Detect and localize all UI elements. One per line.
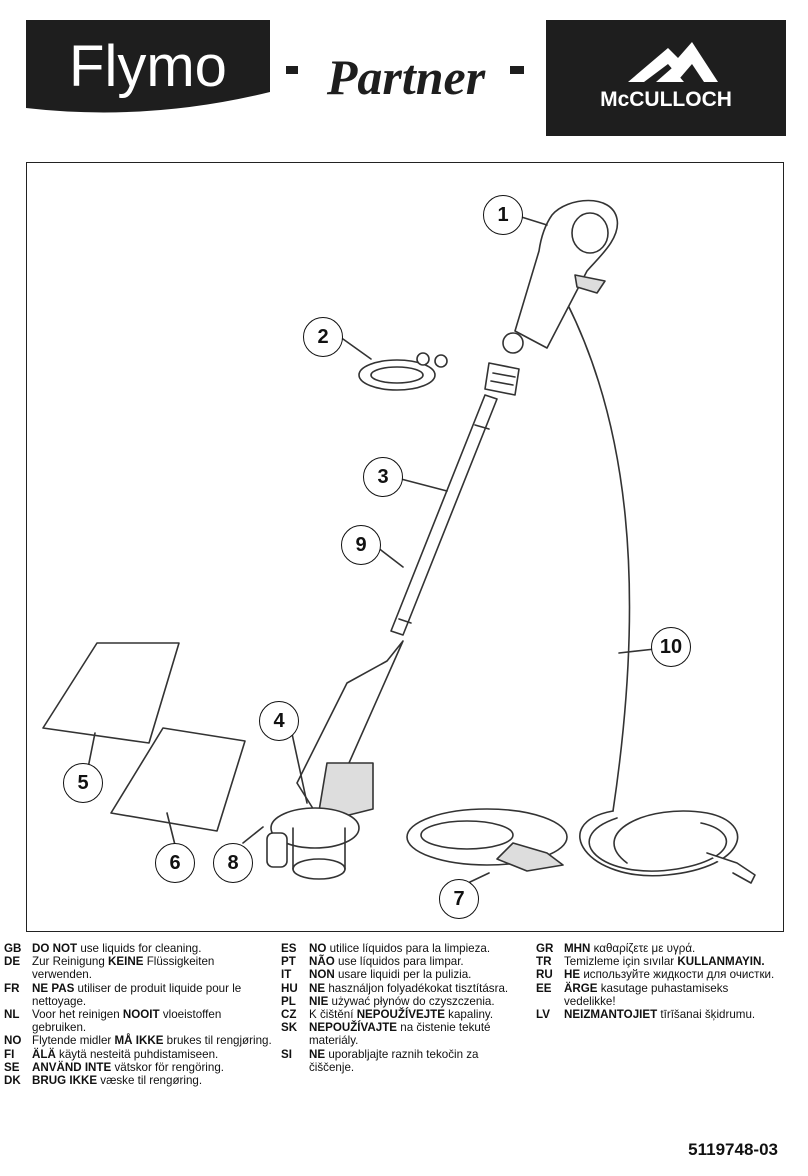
- warning-text: Temizleme için sıvılar KULLANMAYIN.: [564, 955, 765, 969]
- warning-text: НЕ используйте жидкости для очистки.: [564, 968, 775, 982]
- trimmer-drawing: [42, 199, 756, 892]
- warning-row: DE Zur Reinigung KEINE Flüssigkeiten verw…: [4, 955, 272, 981]
- warning-text: ÄLÄ käytä nesteitä puhdistamiseen.: [32, 1047, 219, 1061]
- warning-lang: PL: [281, 994, 296, 1008]
- collar: [484, 362, 520, 396]
- warning-row: ES NO utilice líquidos para la limpieza.: [281, 942, 513, 955]
- power-cable: [566, 302, 631, 812]
- spacer-guard: [358, 359, 436, 391]
- warning-text: ÄRGE kasutage puhastamiseks vedelikke!: [564, 981, 729, 1008]
- callout-9: 9: [341, 525, 381, 565]
- warning-lang: NL: [4, 1008, 20, 1022]
- warning-text: NE uporabljajte raznih tekočin za čiščen…: [309, 1047, 479, 1074]
- warning-lang: LV: [536, 1008, 550, 1022]
- warning-row: NO Flytende midler MÅ IKKE brukes til ren…: [4, 1034, 272, 1047]
- shaft: [390, 394, 498, 636]
- warning-row: PT NÃO use líquidos para limpar.: [281, 955, 513, 968]
- warning-text: MHN καθαρίζετε με υγρά.: [564, 942, 696, 955]
- cutter-line-guide: [266, 832, 288, 868]
- warning-text: NON usare liquidi per la pulizia.: [309, 968, 472, 982]
- warning-row: DK BRUG IKKE væske til rengøring.: [4, 1074, 272, 1087]
- callout-7: 7: [439, 879, 479, 919]
- warning-lang: DE: [4, 955, 21, 969]
- warning-text: NO utilice líquidos para la limpieza.: [309, 942, 491, 955]
- warning-row: LV NEIZMANTOJIET tīrīšanai šķidrumu.: [536, 1008, 782, 1021]
- warning-text: NEPOUŽÍVAJTE na čistenie tekuté materiál…: [309, 1021, 491, 1048]
- warning-lang: PT: [281, 955, 296, 969]
- warning-lang: FI: [4, 1047, 15, 1061]
- callout-3: 3: [363, 457, 403, 497]
- warning-text: NIE używać płynów do czyszczenia.: [309, 994, 495, 1008]
- warning-lang: IT: [281, 968, 292, 982]
- warning-lang: NO: [4, 1034, 22, 1048]
- warning-row: NL Voor het reinigen NOOIT vloeistoffen g…: [4, 1008, 272, 1034]
- warning-lang: RU: [536, 968, 553, 982]
- manual-sheet-5: [42, 642, 180, 744]
- warning-lang: SK: [281, 1021, 298, 1035]
- warning-text: Flytende midler MÅ IKKE brukes til rengj…: [32, 1034, 272, 1048]
- warning-row: FI ÄLÄ käytä nesteitä puhdistamiseen.: [4, 1048, 272, 1061]
- warning-row: GB DO NOT use liquids for cleaning.: [4, 942, 272, 955]
- warning-row: FR NE PAS utiliser de produit liquide pou…: [4, 982, 272, 1008]
- warning-text: BRUG IKKE væske til rengøring.: [32, 1074, 203, 1088]
- warning-text: ANVÄND INTE vätskor för rengöring.: [32, 1060, 225, 1074]
- warning-lang: GB: [4, 942, 22, 955]
- callout-1: 1: [483, 195, 523, 235]
- warning-lang: HU: [281, 981, 298, 995]
- warning-row: IT NON usare liquidi per la pulizia.: [281, 968, 513, 981]
- document-number: 5119748-03: [688, 1140, 778, 1159]
- warning-text: NEIZMANTOJIET tīrīšanai šķidrumu.: [564, 1008, 756, 1022]
- warning-row: EE ÄRGE kasutage puhastamiseks vedelikke!: [536, 982, 782, 1008]
- warning-row: SE ANVÄND INTE vätskor för rengöring.: [4, 1061, 272, 1074]
- warning-text: NÃO use líquidos para limpar.: [309, 955, 464, 969]
- warning-row: PL NIE używać płynów do czyszczenia.: [281, 995, 513, 1008]
- product-illustration: 1 2 3 4 5 6 7 8 9 10: [26, 162, 784, 932]
- callout-10: 10: [651, 627, 691, 667]
- warning-text: K čištění NEPOUŽÍVEJTE kapaliny.: [309, 1008, 494, 1022]
- flymo-logo: Flymo: [26, 20, 270, 118]
- callout-4: 4: [259, 701, 299, 741]
- callout-6: 6: [155, 843, 195, 883]
- warning-text: DO NOT use liquids for cleaning.: [32, 942, 202, 955]
- warnings-column-1: GB DO NOT use liquids for cleaning. DE Zur…: [4, 942, 272, 1087]
- flymo-logo-text: Flymo: [69, 34, 227, 99]
- warning-lang: FR: [4, 981, 20, 995]
- warnings-column-3: GR MHN καθαρίζετε με υγρά. TR Temizleme iç…: [536, 942, 782, 1021]
- warning-text: Zur Reinigung KEINE Flüssigkeiten verwen…: [32, 955, 215, 982]
- warning-row: SK NEPOUŽÍVAJTE na čistenie tekuté materi…: [281, 1021, 513, 1047]
- warning-lang: GR: [536, 942, 554, 955]
- warning-text: Voor het reinigen NOOIT vloeistoffen geb…: [32, 1008, 222, 1035]
- warning-lang: DK: [4, 1074, 21, 1088]
- mcculloch-logo-text: McCULLOCH: [600, 88, 732, 111]
- partner-logo-text: Partner: [326, 49, 486, 105]
- spool: [292, 858, 346, 880]
- warning-lang: TR: [536, 955, 552, 969]
- callout-2: 2: [303, 317, 343, 357]
- warning-row: SI NE uporabljajte raznih tekočin za čišč…: [281, 1048, 513, 1074]
- warning-row: GR MHN καθαρίζετε με υγρά.: [536, 942, 782, 955]
- warning-row: TR Temizleme için sıvılar KULLANMAYIN.: [536, 955, 782, 968]
- warning-row: CZ K čištění NEPOUŽÍVEJTE kapaliny.: [281, 1008, 513, 1021]
- warning-lang: SI: [281, 1047, 292, 1061]
- callout-5: 5: [63, 763, 103, 803]
- warning-lang: CZ: [281, 1008, 297, 1022]
- callout-8: 8: [213, 843, 253, 883]
- warning-lang: EE: [536, 981, 552, 995]
- warning-lang: SE: [4, 1060, 20, 1074]
- partner-logo: Partner: [282, 42, 532, 112]
- warning-row: RU НЕ используйте жидкости для очистки.: [536, 968, 782, 981]
- warning-text: NE PAS utiliser de produit liquide pour …: [32, 981, 242, 1008]
- warning-row: HU NE használjon folyadékokat tisztításra…: [281, 982, 513, 995]
- manual-sheet-6: [110, 727, 246, 832]
- warning-lang: ES: [281, 942, 297, 955]
- warning-text: NE használjon folyadékokat tisztításra.: [309, 981, 509, 995]
- plug: [706, 852, 756, 884]
- mcculloch-logo: McCULLOCH: [546, 20, 786, 136]
